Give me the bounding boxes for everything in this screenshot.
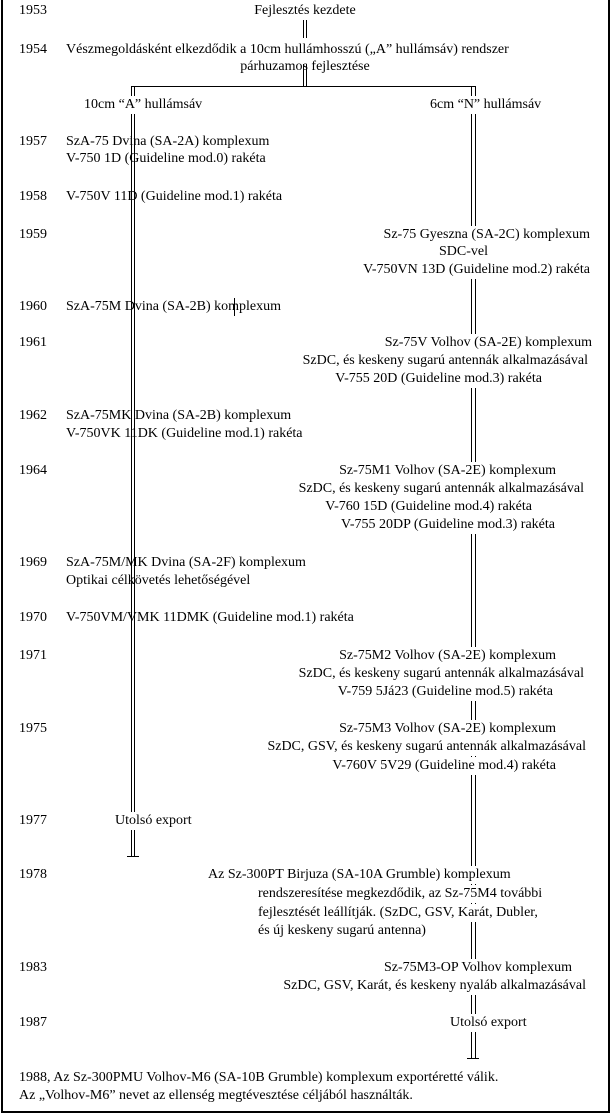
event-n-line: V-760 15D (Guideline mod.4) rakéta (325, 498, 532, 516)
event-n-line: Sz-75V Volhov (SA-2E) komplexum (384, 334, 592, 352)
start-connector-left (303, 18, 304, 38)
event-a-line: Optikai célkövetés lehetőségével (66, 573, 251, 588)
event-a-line: SzA-75M Dvina (SA-2B) komplexum (66, 299, 282, 314)
event-n-line: Sz-75 Gyeszna (SA-2C) komplexum (383, 226, 590, 244)
last-export-a: Utolsó export (115, 812, 192, 830)
branch-n-end-bar (467, 1058, 479, 1059)
split-branch-line (131, 86, 475, 87)
event-n-line: V-755 20D (Guideline mod.3) rakéta (335, 370, 542, 388)
branch-n-line-right (475, 86, 476, 1058)
event-a-line: SzA-75M/MK Dvina (SA-2F) komplexum (66, 555, 306, 570)
event-n-line: és új keskeny sugarú antenna) (258, 922, 426, 940)
event-n-line: fejlesztését leállítják. (SzDC, GSV, Kar… (258, 904, 538, 922)
branch-n-line-left (471, 86, 472, 1058)
start-label: Fejlesztés kezdete (230, 2, 380, 20)
event-n-line: SzDC, GSV, Karát, és keskeny nyaláb alka… (283, 977, 586, 995)
event-a-line: V-750V 11D (Guideline mod.1) rakéta (66, 189, 283, 204)
year-label: 1983 (19, 960, 47, 975)
year-label: 1964 (19, 463, 47, 478)
split-connector-left (303, 64, 304, 86)
year-label: 1953 (19, 3, 47, 18)
year-label: 1957 (19, 134, 47, 149)
event-n-line: V-759 5Já23 (Guideline mod.5) rakéta (337, 683, 553, 701)
event-n-line: Sz-75M1 Volhov (SA-2E) komplexum (339, 462, 556, 480)
year-label: 1987 (19, 1015, 47, 1030)
year-label: 1975 (19, 721, 47, 736)
footer-note-line: 1988, Az Sz-300PMU Volhov-M6 (SA-10B Gru… (19, 1070, 499, 1085)
event-a-line: V-750VK 11DK (Guideline mod.1) rakéta (66, 426, 303, 441)
event-n-line: SzDC, és keskeny sugarú antennák alkalma… (298, 480, 584, 498)
event-n-line: Sz-75M2 Volhov (SA-2E) komplexum (339, 647, 556, 665)
year-label: 1977 (19, 813, 47, 828)
event-n-line: Sz-75M3 Volhov (SA-2E) komplexum (339, 720, 556, 738)
branch-a-line-right (134, 86, 135, 856)
event-n-line: V-755 20DP (Guideline mod.3) rakéta (341, 516, 555, 534)
year-label: 1970 (19, 610, 47, 625)
year-label: 1960 (19, 299, 47, 314)
year-label: 1969 (19, 555, 47, 570)
event-a-line: V-750 1D (Guideline mod.0) rakéta (66, 151, 266, 166)
branch-a-line-left (131, 86, 132, 856)
footer-note-line: Az „Volhov-M6” nevet az ellenség megtéve… (19, 1088, 413, 1103)
event-a-line: V-750VM/VMK 11DMK (Guideline mod.1) raké… (66, 610, 354, 625)
branch-n-label: 6cm “N” hullámsáv (430, 96, 542, 114)
last-export-n: Utolsó export (450, 1014, 527, 1032)
year-label: 1962 (19, 408, 47, 423)
year-label: 1971 (19, 648, 47, 663)
event-n-line: Az Sz-300PT Birjuza (SA-10A Grumble) kom… (208, 866, 511, 884)
event-n-line: rendszeresítése megkezdődik, az Sz-75M4 … (258, 885, 543, 903)
text-cursor (234, 298, 235, 316)
start-connector-right (306, 18, 307, 38)
year-label: 1961 (19, 335, 47, 350)
split-description-line: Vészmegoldásként elkezdődik a 10cm hullá… (66, 42, 509, 57)
event-a-line: SzA-75MK Dvina (SA-2B) komplexum (66, 408, 292, 423)
branch-a-end-bar (127, 856, 139, 857)
event-n-line: SzDC, és keskeny sugarú antennák alkalma… (298, 665, 584, 683)
event-n-line: SzDC, és keskeny sugarú antennák alkalma… (302, 352, 588, 370)
split-connector-right (306, 64, 307, 86)
event-n-line: V-750VN 13D (Guideline mod.2) rakéta (363, 261, 590, 279)
year-label: 1978 (19, 867, 47, 882)
year-label: 1958 (19, 189, 47, 204)
branch-a-label: 10cm “A” hullámsáv (84, 96, 203, 114)
event-n-line: SzDC, GSV, és keskeny sugarú antennák al… (267, 738, 586, 756)
event-n-line: SDC-vel (439, 243, 488, 261)
event-n-line: V-760V 5V29 (Guideline mod.4) rakéta (332, 757, 556, 775)
event-n-line: Sz-75M3-OP Volhov komplexum (384, 959, 572, 977)
event-a-line: SzA-75 Dvina (SA-2A) komplexum (66, 134, 270, 149)
year-label: 1959 (19, 227, 47, 242)
year-label: 1954 (19, 42, 47, 57)
split-description-line: párhuzamos fejlesztése (240, 59, 370, 74)
